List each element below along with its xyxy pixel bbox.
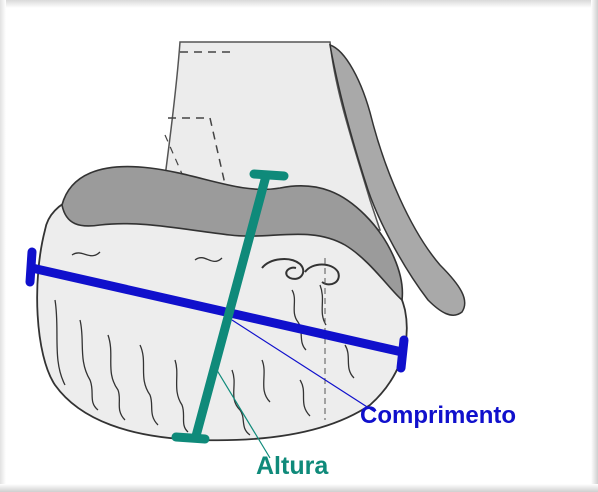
comprimento-label: Comprimento	[360, 402, 516, 430]
altura-label: Altura	[256, 452, 328, 481]
